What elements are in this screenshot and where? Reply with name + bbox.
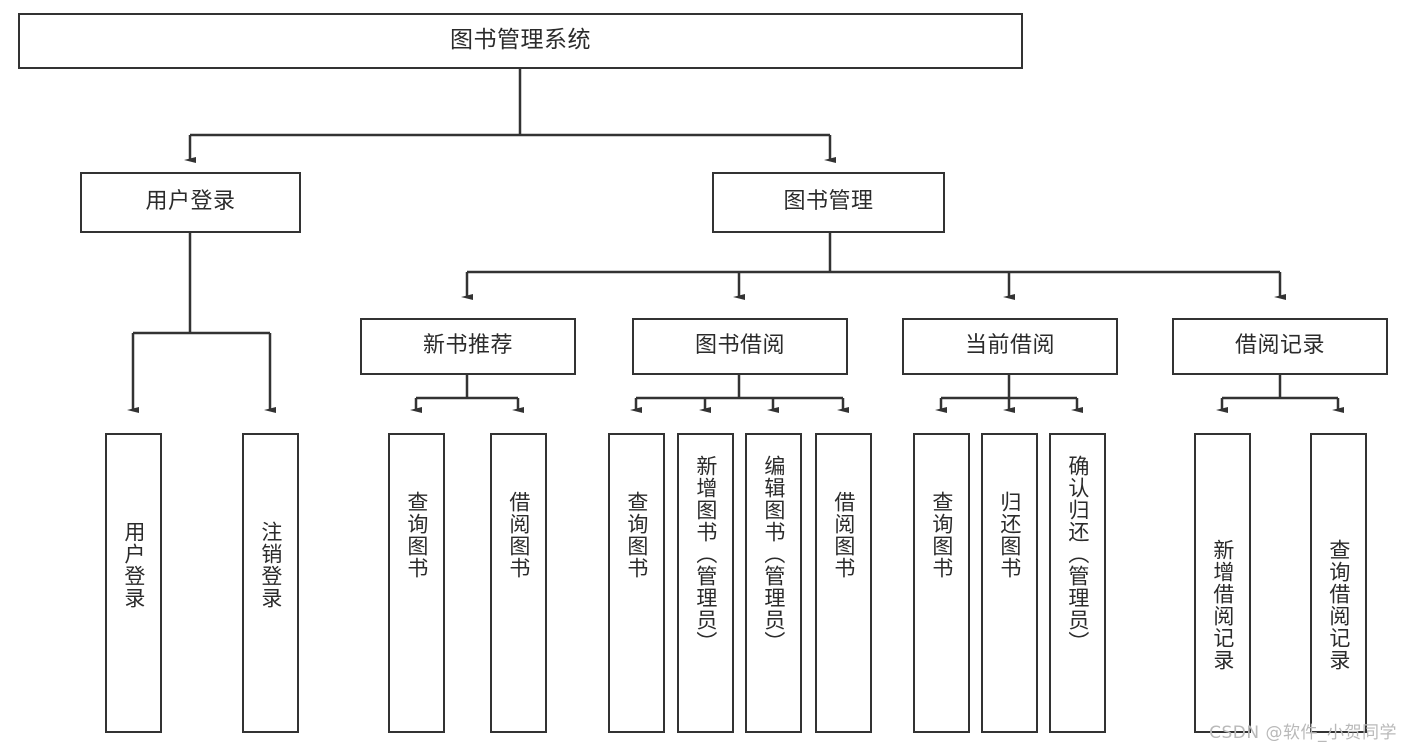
- node-new-book-recommend-label: 新书推荐: [422, 333, 513, 359]
- node-leaf-query-book-borrow-label: 查询图书: [624, 491, 649, 579]
- node-borrow-record[interactable]: 借阅记录: [1172, 318, 1388, 375]
- node-leaf-logout-label: 注销登录: [258, 521, 283, 609]
- node-leaf-confirm-return-admin-label: 确认归还（管理员）: [1065, 455, 1090, 653]
- node-leaf-logout[interactable]: 注销登录: [242, 433, 299, 733]
- node-leaf-confirm-return-admin[interactable]: 确认归还（管理员）: [1049, 433, 1106, 733]
- node-root-system[interactable]: 图书管理系统: [18, 13, 1023, 69]
- node-current-borrow[interactable]: 当前借阅: [902, 318, 1118, 375]
- node-borrow-record-label: 借阅记录: [1234, 333, 1325, 359]
- node-leaf-borrow-book-borrow[interactable]: 借阅图书: [815, 433, 872, 733]
- node-book-management[interactable]: 图书管理: [712, 172, 945, 233]
- node-leaf-user-login-label: 用户登录: [121, 521, 146, 609]
- node-book-borrow-label: 图书借阅: [694, 333, 785, 359]
- node-leaf-query-borrow-record-label: 查询借阅记录: [1326, 539, 1351, 671]
- node-book-management-label: 图书管理: [783, 189, 874, 215]
- node-leaf-query-book-newbook[interactable]: 查询图书: [388, 433, 445, 733]
- node-leaf-query-book-newbook-label: 查询图书: [404, 491, 429, 579]
- node-leaf-user-login[interactable]: 用户登录: [105, 433, 162, 733]
- csdn-watermark: CSDN @软件_小贺同学: [1209, 723, 1397, 743]
- node-leaf-query-book-borrow[interactable]: 查询图书: [608, 433, 665, 733]
- node-leaf-query-book-current[interactable]: 查询图书: [913, 433, 970, 733]
- node-leaf-borrow-book-newbook[interactable]: 借阅图书: [490, 433, 547, 733]
- node-leaf-borrow-book-borrow-label: 借阅图书: [831, 491, 856, 579]
- node-leaf-edit-book-admin[interactable]: 编辑图书（管理员）: [745, 433, 802, 733]
- node-leaf-edit-book-admin-label: 编辑图书（管理员）: [761, 455, 786, 653]
- node-leaf-borrow-book-newbook-label: 借阅图书: [506, 491, 531, 579]
- node-leaf-add-borrow-record[interactable]: 新增借阅记录: [1194, 433, 1251, 733]
- node-user-login-label: 用户登录: [145, 189, 236, 215]
- node-user-login[interactable]: 用户登录: [80, 172, 301, 233]
- node-leaf-return-book[interactable]: 归还图书: [981, 433, 1038, 733]
- node-leaf-query-book-current-label: 查询图书: [929, 491, 954, 579]
- node-root-system-label: 图书管理系统: [450, 27, 591, 54]
- node-leaf-add-book-admin[interactable]: 新增图书（管理员）: [677, 433, 734, 733]
- node-new-book-recommend[interactable]: 新书推荐: [360, 318, 576, 375]
- node-leaf-add-book-admin-label: 新增图书（管理员）: [693, 455, 718, 653]
- node-leaf-add-borrow-record-label: 新增借阅记录: [1210, 539, 1235, 671]
- node-leaf-query-borrow-record[interactable]: 查询借阅记录: [1310, 433, 1367, 733]
- node-leaf-return-book-label: 归还图书: [997, 491, 1022, 579]
- node-book-borrow[interactable]: 图书借阅: [632, 318, 848, 375]
- node-current-borrow-label: 当前借阅: [964, 333, 1055, 359]
